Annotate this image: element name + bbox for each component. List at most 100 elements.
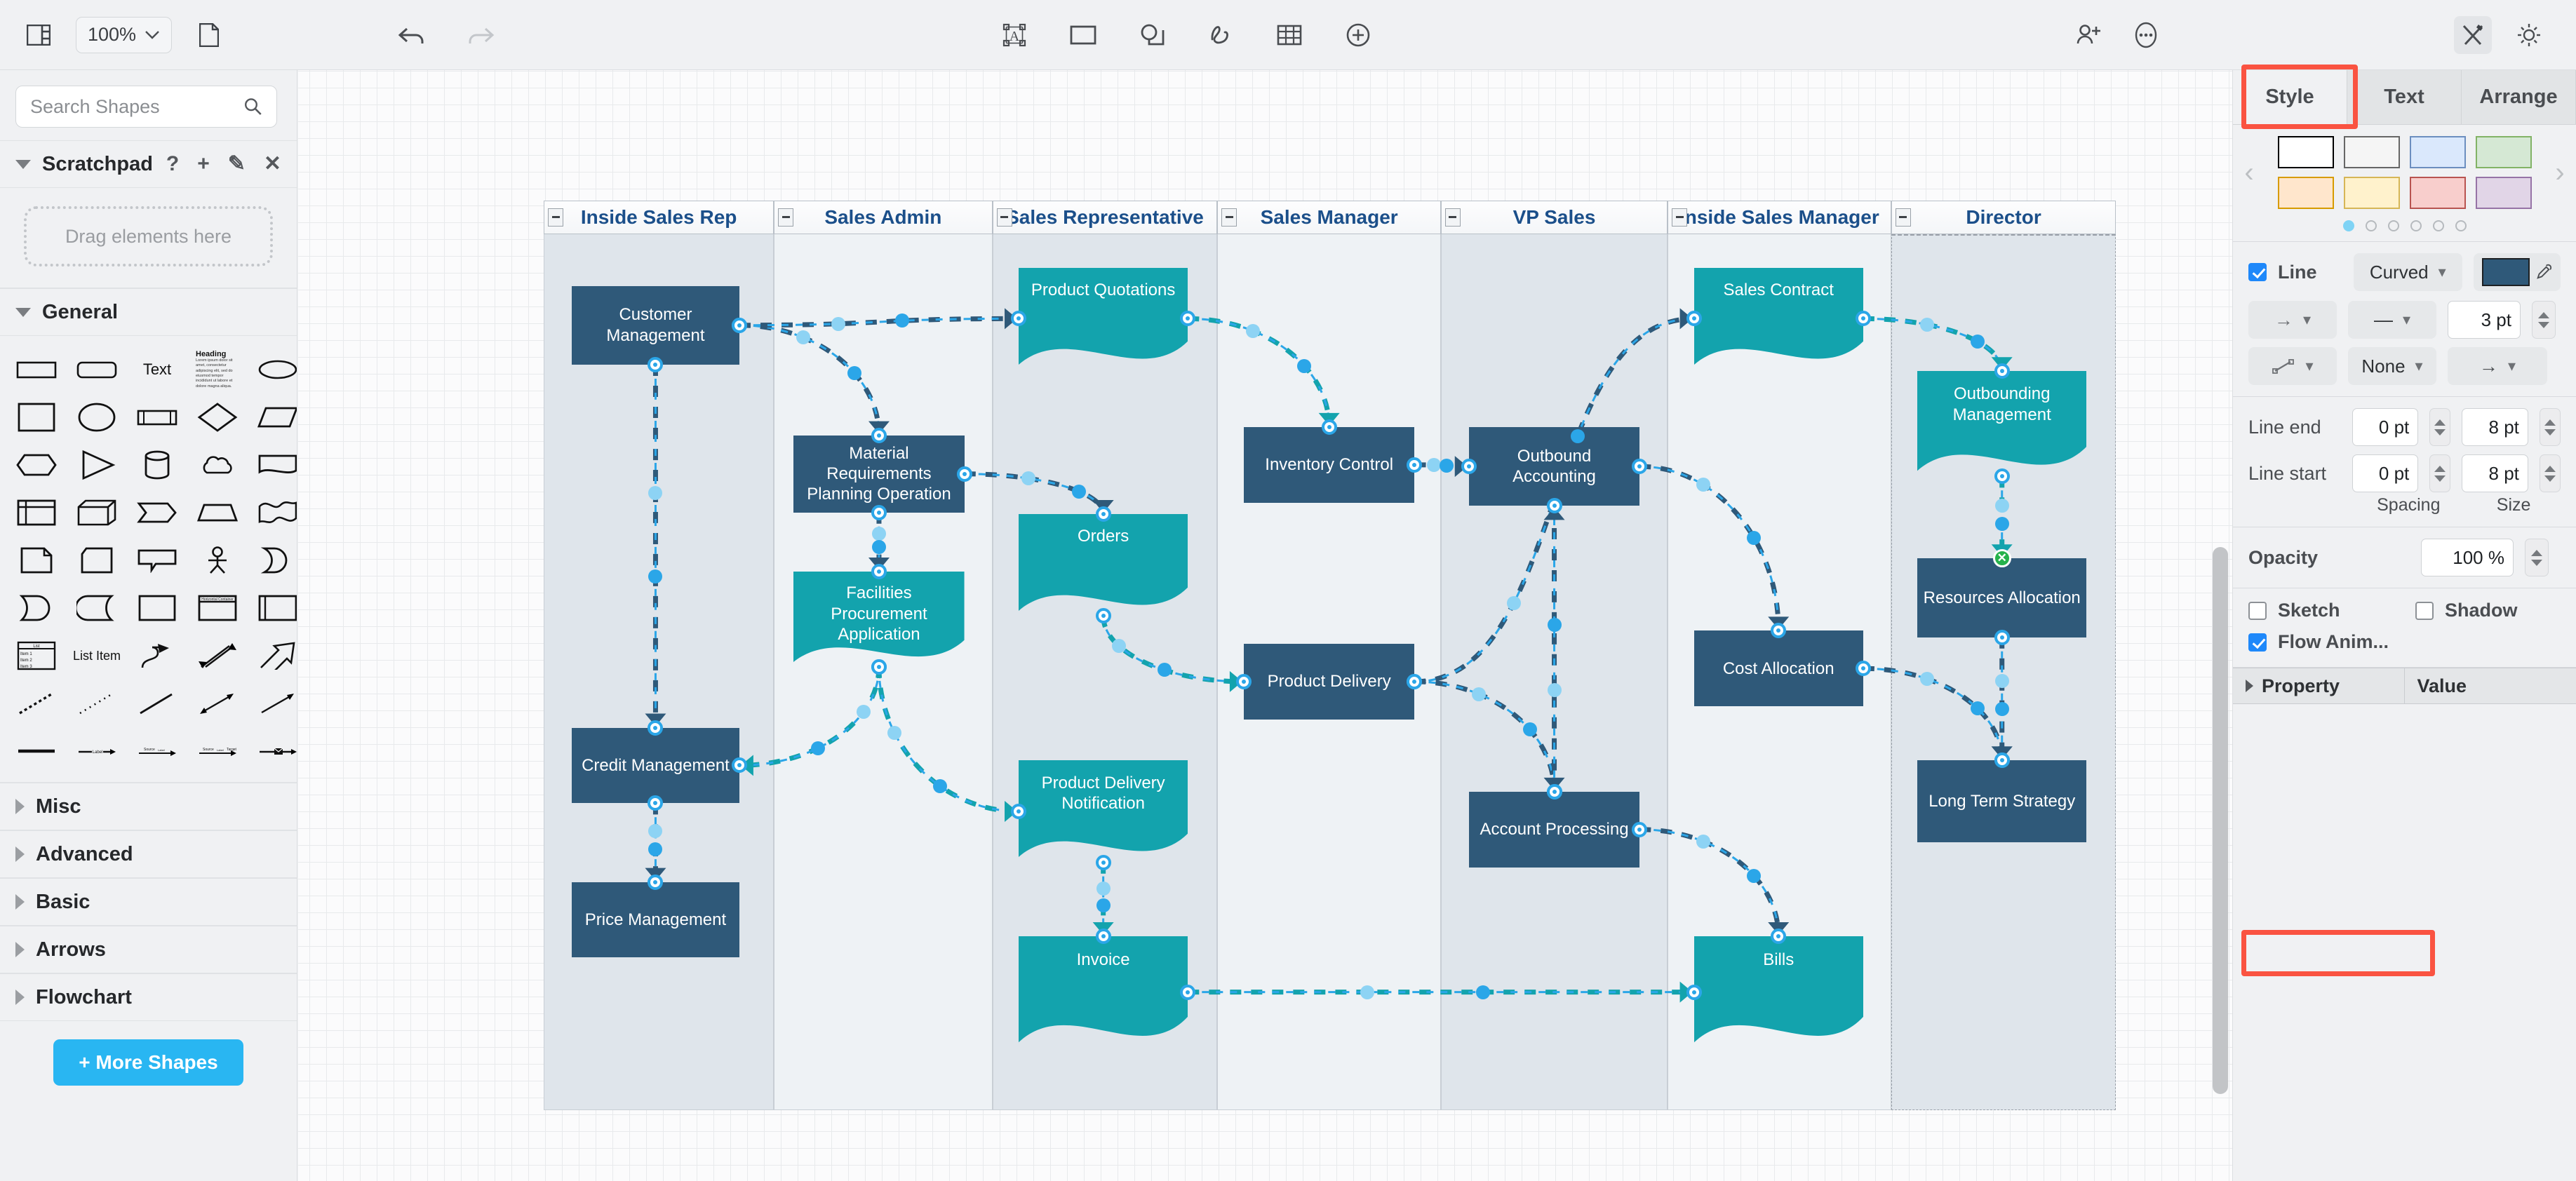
line-start-size-stepper[interactable] [2540,454,2561,492]
connector-start-select[interactable]: None ▾ [2348,347,2436,385]
shape-source-arrow[interactable]: SourceLabel [132,727,182,775]
search-box[interactable] [15,86,277,128]
canvas-vertical-scrollbar[interactable] [2213,547,2228,1094]
more-shapes-button[interactable]: + More Shapes [53,1039,243,1086]
shape-diamond[interactable] [192,393,243,441]
edge-14-dash[interactable] [1639,466,1778,630]
node-credit-management[interactable]: Credit Management [572,728,739,804]
edge-2-target-handle[interactable] [648,720,663,736]
swatch-page-dot-4[interactable] [2433,220,2444,231]
edge-6-target-handle[interactable] [1011,804,1026,819]
edge-16-source-handle[interactable] [1994,468,2010,484]
style-swatch-3[interactable] [2476,136,2532,168]
node-inventory-control[interactable]: Inventory Control [1244,427,1415,503]
line-width-input[interactable]: 3 pt [2448,301,2521,339]
shape-cloud[interactable] [192,441,243,489]
style-swatch-0[interactable] [2278,136,2334,168]
edge-17-source-handle[interactable] [1856,661,1871,676]
node-account-processing[interactable]: Account Processing [1469,792,1640,868]
style-swatch-1[interactable] [2344,136,2400,168]
shape-dotted-line-thick[interactable] [11,680,62,727]
line-end-size-stepper[interactable] [2540,408,2561,446]
edge-18-source-handle[interactable] [1994,630,2010,645]
edge-20-target-handle[interactable] [1096,929,1111,944]
node-product-delivery-notification[interactable]: Product Delivery Notification [1019,760,1188,862]
shape-internal-storage[interactable] [11,489,62,536]
shape-rounded-rectangle[interactable] [72,346,122,393]
shape-vertical-container[interactable]: Horizontal Container [192,584,243,632]
opacity-stepper[interactable] [2525,539,2549,576]
opacity-input[interactable]: 100 % [2421,539,2514,576]
freehand-icon[interactable] [1202,16,1240,54]
node-product-delivery[interactable]: Product Delivery [1244,644,1415,720]
node-sales-contract[interactable]: Sales Contract [1694,268,1863,370]
page-icon[interactable] [190,16,228,54]
plus-circle-icon[interactable] [1339,16,1377,54]
edge-16-waypoint-0[interactable] [1995,499,2009,513]
edge-0-dash[interactable] [739,325,879,436]
undo-icon[interactable] [393,17,431,55]
edge-11-target-handle[interactable] [1686,311,1702,326]
style-swatch-7[interactable] [2476,177,2532,209]
line-color-picker[interactable] [2474,253,2561,291]
appearance-icon[interactable] [2510,16,2548,54]
edge-20-waypoint-1[interactable] [1096,898,1111,912]
node-bills[interactable]: Bills [1694,936,1863,1048]
edge-4-waypoint-1[interactable] [1072,485,1086,499]
search-input[interactable] [30,96,243,118]
node-long-term-strategy[interactable]: Long Term Strategy [1917,760,2086,842]
edge-3-waypoint-0[interactable] [872,527,886,541]
edge-3-target-handle[interactable] [871,564,887,579]
edge-1-source-handle[interactable] [732,318,747,333]
edge-0-waypoint-1[interactable] [847,366,861,380]
text-box-icon[interactable]: A [995,16,1033,54]
more-options-icon[interactable] [2127,16,2165,54]
rectangle-icon[interactable] [1064,16,1102,54]
style-swatch-5[interactable] [2344,177,2400,209]
tab-style[interactable]: Style [2233,70,2347,124]
edge-8-waypoint-0[interactable] [1246,324,1260,338]
edge-10-waypoint-1[interactable] [1440,459,1454,473]
add-person-icon[interactable] [2071,16,2109,54]
node-price-management[interactable]: Price Management [572,882,739,958]
shape-message-arrow[interactable] [253,727,297,775]
edge-10-target-handle[interactable] [1461,459,1477,474]
pen-ruler-icon[interactable] [2454,16,2492,54]
edge-18-waypoint-0[interactable] [1995,674,2009,688]
section-advanced[interactable]: Advanced [0,830,297,878]
zoom-select[interactable]: 100% [76,17,172,53]
edge-5-waypoint-1[interactable] [811,741,825,755]
help-icon[interactable]: ? [166,154,179,175]
edge-13-waypoint-1[interactable] [1548,618,1562,632]
node-outbound-accounting[interactable]: Outbound Accounting [1469,427,1640,506]
swatch-page-dot-5[interactable] [2455,220,2467,231]
shape-document[interactable] [253,441,297,489]
edge-11-waypoint-0[interactable] [1507,596,1521,610]
line-start-size-input[interactable]: 8 pt [2462,454,2528,492]
edge-4-source-handle[interactable] [957,466,972,482]
shape-container[interactable] [132,584,182,632]
swatches-next-icon[interactable]: › [2544,157,2576,189]
shape-process[interactable] [132,393,182,441]
shapes-icon[interactable] [1133,16,1171,54]
property-column-header[interactable]: Property [2233,668,2405,703]
edge-1-waypoint-0[interactable] [831,317,845,331]
edge-6-waypoint-1[interactable] [933,779,947,793]
edge-20-source-handle[interactable] [1096,855,1111,870]
shape-textbox[interactable]: HeadingLorem ipsum dolor sit amet, conse… [192,346,243,393]
line-end-size-input[interactable]: 8 pt [2462,408,2528,446]
node-cost-allocation[interactable]: Cost Allocation [1694,630,1863,706]
edge-0-target-handle[interactable] [871,428,887,443]
edge-19-waypoint-0[interactable] [1696,835,1710,849]
shape-note[interactable] [11,536,62,584]
add-icon[interactable]: + [197,154,210,175]
edge-15-waypoint-1[interactable] [1971,335,1985,349]
swatch-page-dot-0[interactable] [2343,220,2354,231]
shape-source-target-arrow[interactable]: SourceLabelTarget [192,727,243,775]
shape-directional-arrow[interactable] [253,680,297,727]
scratchpad-section-header[interactable]: Scratchpad ? + ✎ ✕ [0,140,297,188]
node-invoice[interactable]: Invoice [1019,936,1188,1048]
scratchpad-dropzone[interactable]: Drag elements here [24,206,273,266]
shape-loop-limit[interactable] [72,584,122,632]
style-swatch-2[interactable] [2410,136,2466,168]
